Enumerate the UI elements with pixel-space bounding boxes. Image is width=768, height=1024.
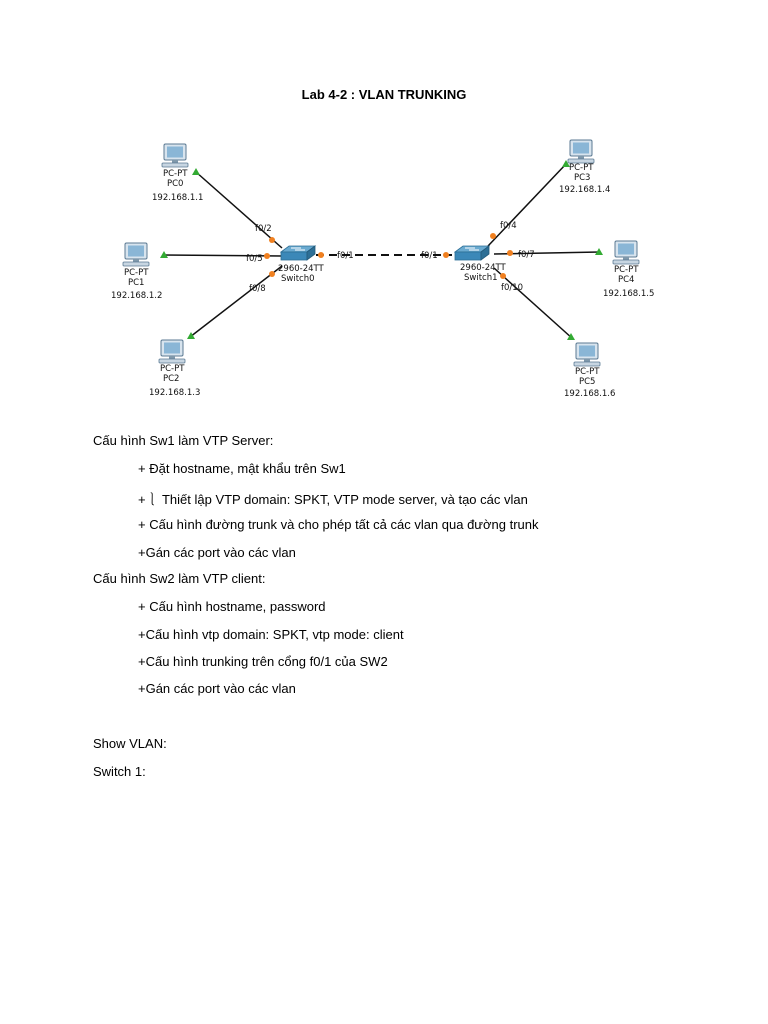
pc-name: PC5 xyxy=(579,377,595,387)
pc-type: PC-PT xyxy=(124,268,149,278)
pc-type: PC-PT xyxy=(614,265,639,275)
pc-ip: 192.168.1.3 xyxy=(149,388,200,398)
pc-name: PC2 xyxy=(163,374,179,384)
switch-name: Switch0 xyxy=(281,274,315,284)
page-title: Lab 4-2 : VLAN TRUNKING xyxy=(301,87,467,102)
list-item: +Gán các port vào các vlan xyxy=(138,545,296,560)
list-item: +⎱ Thiết lập VTP domain: SPKT, VTP mode … xyxy=(138,492,528,507)
computer-icon xyxy=(573,342,601,367)
computer-icon xyxy=(158,339,186,364)
list-item: + Cấu hình hostname, password xyxy=(138,599,326,614)
port-label: f0/2 xyxy=(255,224,272,234)
port-up-indicator xyxy=(567,333,575,340)
port-up-indicator xyxy=(562,160,570,167)
link-pc5-switch1 xyxy=(493,267,574,340)
link-pc0-switch0 xyxy=(195,171,283,249)
port-up-indicator xyxy=(192,168,200,175)
pc2-device xyxy=(158,339,186,364)
network-topology-diagram: f0/2 f0/5 f0/8 f0/1 f0/1 f0/4 f0/7 f0/10… xyxy=(111,139,654,399)
switch-name: Switch1 xyxy=(464,273,498,283)
pc-type: PC-PT xyxy=(575,367,600,377)
port-blocking-indicator xyxy=(507,250,513,256)
pc-name: PC4 xyxy=(618,275,634,285)
pc-type: PC-PT xyxy=(163,169,188,179)
pc1-device xyxy=(122,242,150,267)
pc0-device xyxy=(161,143,189,168)
list-item: +Cấu hình trunking trên cổng f0/1 của SW… xyxy=(138,654,388,669)
port-blocking-indicator xyxy=(269,237,275,243)
list-item: + Cấu hình đường trunk và cho phép tất c… xyxy=(138,517,539,532)
list-item: +Cấu hình vtp domain: SPKT, vtp mode: cl… xyxy=(138,627,404,642)
link-pc2-switch0 xyxy=(189,265,283,338)
pc-type: PC-PT xyxy=(569,163,594,173)
computer-icon xyxy=(567,139,595,164)
section-heading: Cấu hình Sw1 làm VTP Server: xyxy=(93,433,274,448)
port-up-indicator xyxy=(160,251,168,258)
port-label: f0/4 xyxy=(500,221,517,231)
port-up-indicator xyxy=(595,248,603,255)
link-pc3-switch1 xyxy=(487,163,567,247)
port-up-indicator xyxy=(187,332,195,339)
pc-ip: 192.168.1.6 xyxy=(564,389,615,399)
port-blocking-indicator xyxy=(264,253,270,259)
pc5-device xyxy=(573,342,601,367)
pc-name: PC1 xyxy=(128,278,144,288)
pc-type: PC-PT xyxy=(160,364,185,374)
switch-model: 2960-24TT xyxy=(460,263,507,273)
pc4-device xyxy=(612,240,640,265)
section-heading: Show VLAN: xyxy=(93,736,167,751)
switch-model: 2960-24TT xyxy=(278,264,325,274)
computer-icon xyxy=(612,240,640,265)
computer-icon xyxy=(122,242,150,267)
link-pc1-switch0 xyxy=(162,254,283,257)
list-item: + Đặt hostname, mật khẩu trên Sw1 xyxy=(138,461,346,476)
port-label: f0/7 xyxy=(518,250,535,260)
port-blocking-indicator xyxy=(443,252,449,258)
pc-name: PC0 xyxy=(167,179,183,189)
switch1-device xyxy=(454,245,490,261)
port-label: f0/8 xyxy=(249,284,266,294)
port-label: f0/1 xyxy=(421,251,438,261)
port-label: f0/10 xyxy=(501,283,523,293)
port-blocking-indicator xyxy=(490,233,496,239)
port-blocking-indicator xyxy=(500,273,506,279)
pc-ip: 192.168.1.4 xyxy=(559,185,610,195)
port-blocking-indicator xyxy=(318,252,324,258)
section-heading: Cấu hình Sw2 làm VTP client: xyxy=(93,571,266,586)
pc3-device xyxy=(567,139,595,164)
pc-ip: 192.168.1.2 xyxy=(111,291,162,301)
pc-name: PC3 xyxy=(574,173,590,183)
switch-icon xyxy=(280,245,316,261)
pc-ip: 192.168.1.1 xyxy=(152,193,203,203)
computer-icon xyxy=(161,143,189,168)
switch0-device xyxy=(280,245,316,261)
pc-ip: 192.168.1.5 xyxy=(603,289,654,299)
switch-icon xyxy=(454,245,490,261)
port-label: f0/5 xyxy=(246,254,263,264)
section-heading: Switch 1: xyxy=(93,764,146,779)
port-label: f0/1 xyxy=(337,251,354,261)
port-blocking-indicator xyxy=(269,271,275,277)
list-item: +Gán các port vào các vlan xyxy=(138,681,296,696)
